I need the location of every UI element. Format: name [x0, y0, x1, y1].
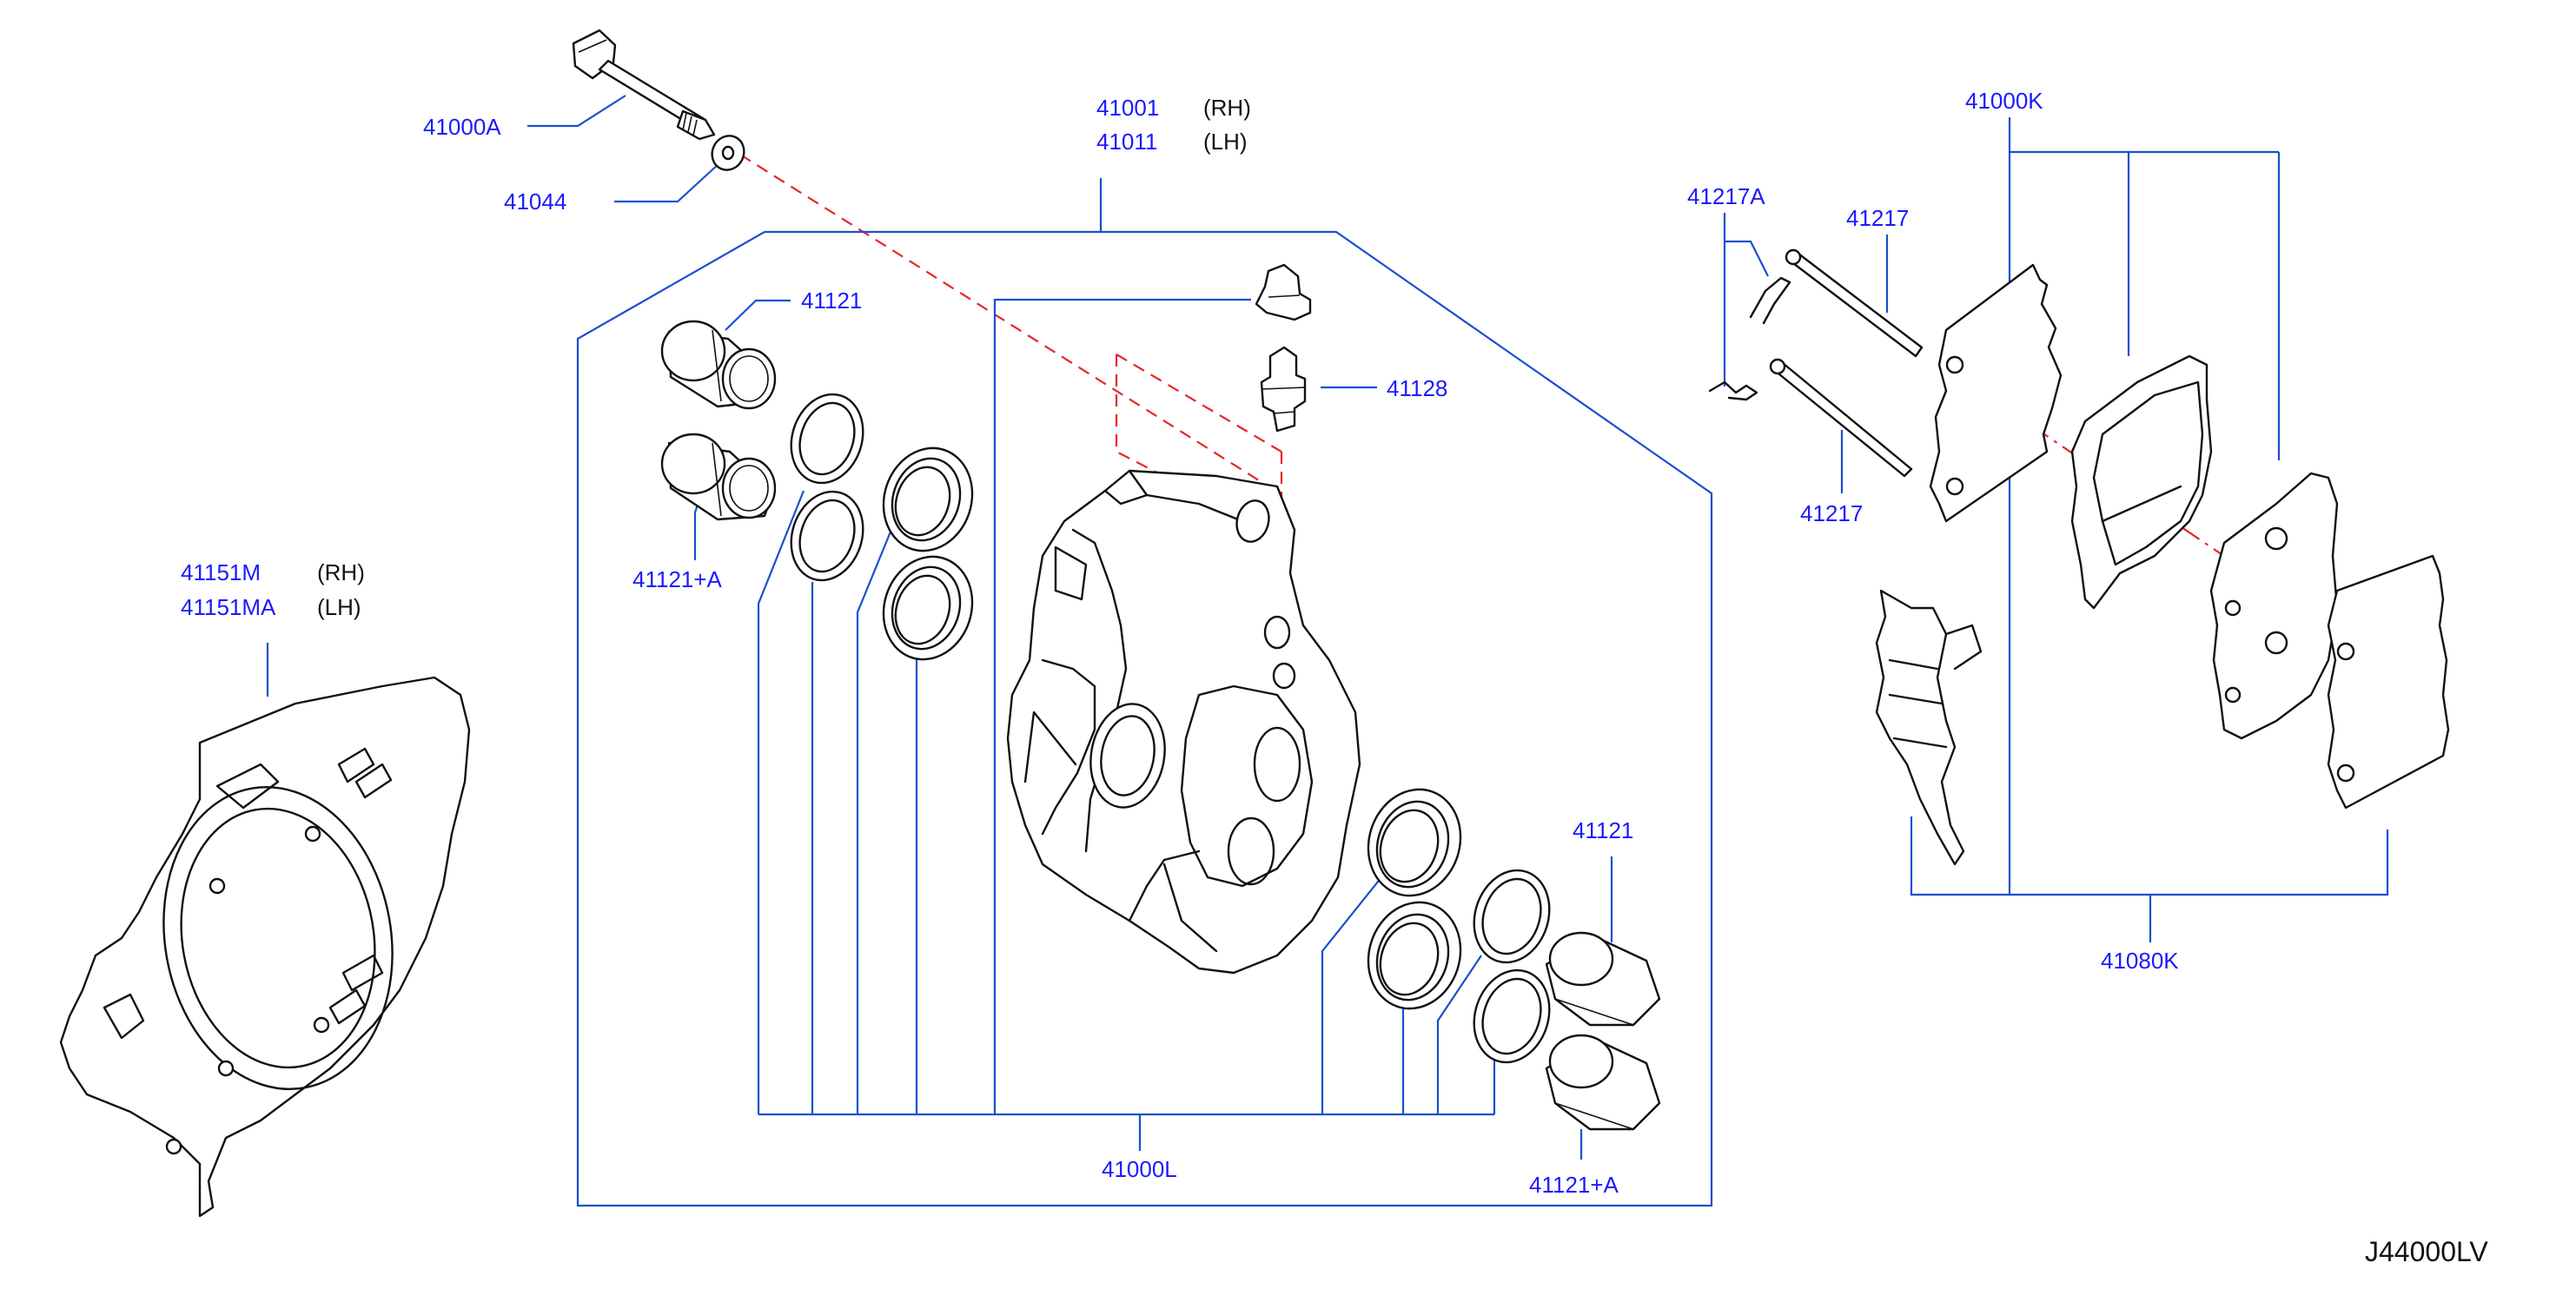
piston-lower-b: [1545, 1034, 1661, 1131]
washer-41044: [711, 135, 745, 171]
pad-right: [2209, 472, 2339, 740]
label-seal-kit: 41000L: [1102, 1156, 1177, 1182]
shim-left: [1929, 263, 2063, 523]
label-caliper-side-rh: (RH): [1203, 95, 1251, 121]
label-baffle-side-lh: (LH): [317, 594, 361, 620]
label-caliper-lh: 41011: [1096, 129, 1157, 155]
pin-lower: [1769, 358, 1913, 478]
diagram-reference-id: J44000LV: [2365, 1236, 2488, 1267]
pad-left: [2070, 354, 2213, 610]
piston-upper-a: [660, 320, 777, 410]
label-piston-upper-plus: 41121+A: [632, 566, 723, 592]
label-pin-lower: 41217: [1800, 500, 1863, 526]
pin-upper: [1785, 248, 1924, 358]
label-piston-lower-plus: 41121+A: [1529, 1172, 1619, 1198]
shim-right: [2327, 554, 2450, 810]
label-hardware-kit: 41080K: [2101, 948, 2179, 974]
label-pin-upper: 41217: [1846, 205, 1909, 231]
label-pad-kit: 41000K: [1965, 88, 2043, 114]
callout-labels: 41000A 41044 41001 (RH) 41011 (LH) 41121…: [181, 88, 2488, 1267]
seals-lower: [1367, 788, 1551, 1064]
label-baffle-side-rh: (RH): [317, 559, 365, 585]
label-caliper-side-lh: (LH): [1203, 129, 1248, 155]
bleeder-41128: [1260, 346, 1307, 433]
label-washer: 41044: [504, 188, 566, 215]
seals-upper: [790, 393, 974, 661]
label-piston-lower: 41121: [1573, 817, 1633, 843]
bleeder-cap: [1255, 263, 1312, 321]
piston-upper-b: [660, 433, 777, 521]
label-baffle-lh: 41151MA: [181, 594, 276, 620]
piston-lower-a: [1545, 931, 1661, 1027]
label-piston-upper: 41121: [801, 288, 862, 314]
label-bleeder: 41128: [1387, 375, 1447, 401]
clip-lower: [1708, 380, 1758, 401]
bolt-41000a: [572, 29, 716, 141]
anti-rattle-spring: [1875, 589, 1983, 866]
baffle-plate: [59, 676, 471, 1218]
label-baffle-rh: 41151M: [181, 559, 261, 585]
label-clip: 41217A: [1687, 183, 1765, 209]
caliper-body: [1006, 469, 1361, 975]
label-bolt: 41000A: [423, 114, 501, 140]
leader-lines: [266, 95, 2389, 1207]
label-caliper-rh: 41001: [1096, 95, 1159, 121]
clip-upper: [1749, 276, 1791, 325]
